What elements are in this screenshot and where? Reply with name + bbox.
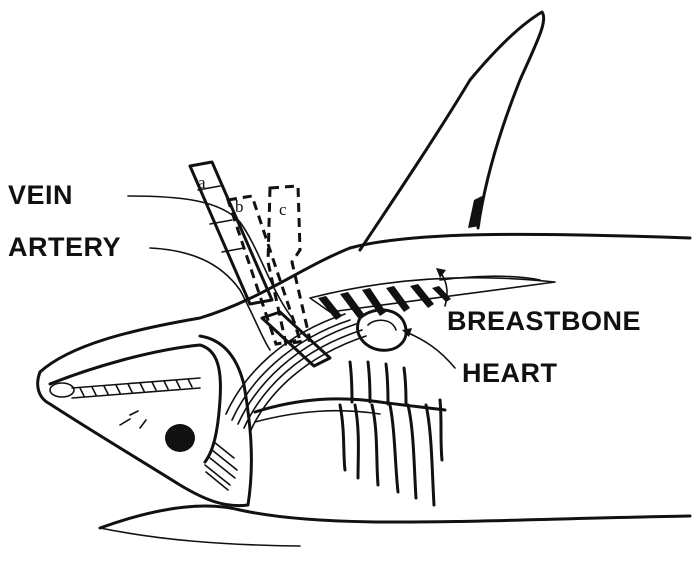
jaw-inner — [50, 345, 220, 462]
ribs — [340, 400, 442, 505]
vein-label: VEIN — [8, 180, 73, 210]
dorsal-fin-shade — [468, 196, 482, 228]
eye — [165, 424, 195, 452]
body-outline — [40, 234, 690, 372]
heart-leader — [406, 332, 455, 368]
vertebral-column — [255, 399, 445, 422]
heart-organ — [358, 310, 407, 350]
belly-inner-line — [100, 528, 300, 546]
teeth-row — [50, 378, 200, 398]
breastbone-label: BREASTBONE — [447, 306, 641, 336]
tube-b-label: b — [235, 197, 244, 216]
heart-detail — [368, 320, 396, 330]
breastbone-arrow — [436, 268, 446, 278]
belly-outline — [100, 506, 690, 528]
rib-upper — [350, 362, 406, 404]
dorsal-fin — [360, 12, 544, 250]
artery-label: ARTERY — [8, 232, 121, 262]
tube-a-label: a — [198, 173, 206, 192]
tube-c-label: c — [279, 200, 287, 219]
heart-label: HEART — [462, 358, 558, 388]
